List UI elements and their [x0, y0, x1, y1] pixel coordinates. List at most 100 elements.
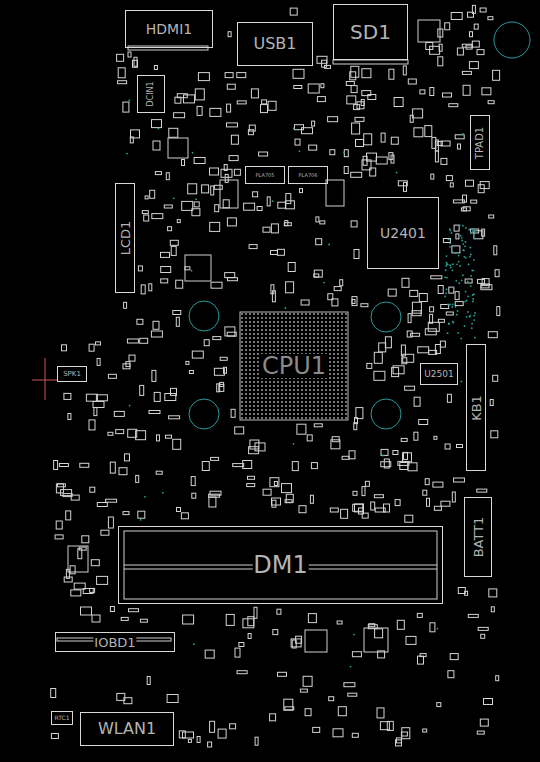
via	[158, 127, 160, 129]
smd-part	[123, 102, 129, 112]
via	[474, 230, 476, 232]
via	[445, 269, 447, 271]
smd-part	[322, 60, 327, 67]
smd-part	[377, 708, 384, 718]
via	[343, 151, 345, 153]
smd-part	[466, 45, 472, 49]
smd-part	[126, 362, 130, 367]
via	[128, 100, 130, 102]
smd-part	[263, 227, 270, 232]
smd-part	[331, 440, 340, 449]
smd-part	[57, 484, 65, 487]
via	[474, 312, 476, 314]
smd-part	[211, 457, 219, 460]
smd-part	[202, 462, 209, 471]
smd-part	[233, 464, 244, 467]
reference-designator: DCIN1	[147, 80, 155, 107]
smd-part	[249, 245, 257, 249]
smd-part	[342, 456, 349, 459]
via	[465, 227, 467, 229]
smd-part	[227, 84, 235, 89]
smd-part	[419, 294, 427, 302]
smd-part	[145, 196, 148, 199]
smd-part	[237, 671, 247, 674]
smd-part	[183, 732, 194, 738]
smd-part	[367, 363, 372, 368]
reference-designator: PLA705	[255, 173, 276, 178]
smd-part	[128, 52, 131, 57]
reference-designator: PLA706	[298, 173, 319, 178]
smd-part	[346, 82, 354, 86]
smd-part	[482, 88, 491, 95]
smd-part	[142, 211, 148, 214]
smd-part	[202, 185, 209, 193]
smd-part	[495, 270, 499, 277]
smd-part	[192, 493, 196, 498]
smd-part	[374, 371, 385, 380]
smd-part	[374, 495, 383, 498]
smd-part	[231, 135, 238, 144]
via	[140, 519, 142, 521]
smd-part	[361, 100, 364, 106]
reference-designator: BATT1	[472, 516, 485, 559]
smd-part	[491, 607, 494, 612]
via	[323, 282, 325, 284]
via	[461, 237, 463, 239]
via	[448, 239, 450, 241]
smd-part	[477, 489, 487, 492]
smd-part	[194, 202, 199, 207]
smd-part	[434, 506, 441, 510]
smd-part	[452, 492, 455, 502]
smd-part	[189, 371, 193, 374]
smd-part	[389, 69, 394, 79]
smd-part	[493, 70, 500, 80]
smd-part	[351, 86, 357, 93]
smd-part	[211, 282, 222, 288]
smd-part	[89, 344, 94, 351]
smd-part	[161, 267, 171, 273]
smd-part	[353, 504, 363, 511]
smd-part	[361, 304, 368, 307]
smd-part	[338, 707, 346, 716]
via	[466, 300, 468, 302]
via	[462, 274, 464, 276]
smd-part	[379, 343, 386, 352]
smd-part	[51, 734, 58, 739]
via	[129, 405, 131, 407]
smd-part	[224, 165, 227, 171]
smd-part	[396, 738, 401, 743]
component-outline: CPU1	[240, 312, 348, 420]
via	[162, 492, 164, 494]
smd-part	[210, 491, 221, 495]
smd-part	[248, 617, 254, 626]
via	[144, 496, 146, 498]
smd-part	[309, 145, 317, 150]
smd-part	[192, 351, 203, 358]
smd-part	[225, 273, 235, 278]
smd-part	[418, 347, 429, 353]
smd-part	[310, 495, 313, 503]
smd-part	[308, 614, 316, 623]
smd-part	[300, 189, 303, 193]
via	[459, 265, 461, 267]
smd-part	[82, 536, 89, 543]
smd-part	[363, 156, 367, 165]
smd-part	[452, 246, 460, 253]
smd-part	[380, 722, 389, 730]
smd-part	[61, 490, 72, 496]
smd-part	[138, 266, 142, 271]
smd-part	[398, 461, 409, 465]
smd-part	[348, 693, 357, 696]
smd-part	[423, 490, 427, 495]
smd-part	[353, 491, 357, 495]
smd-part	[308, 84, 319, 93]
smd-part	[351, 221, 357, 227]
smd-part	[356, 408, 363, 419]
smd-part	[451, 13, 462, 20]
smd-part	[228, 32, 231, 37]
smd-part	[185, 267, 190, 270]
via	[473, 315, 475, 317]
smd-part	[344, 683, 355, 687]
